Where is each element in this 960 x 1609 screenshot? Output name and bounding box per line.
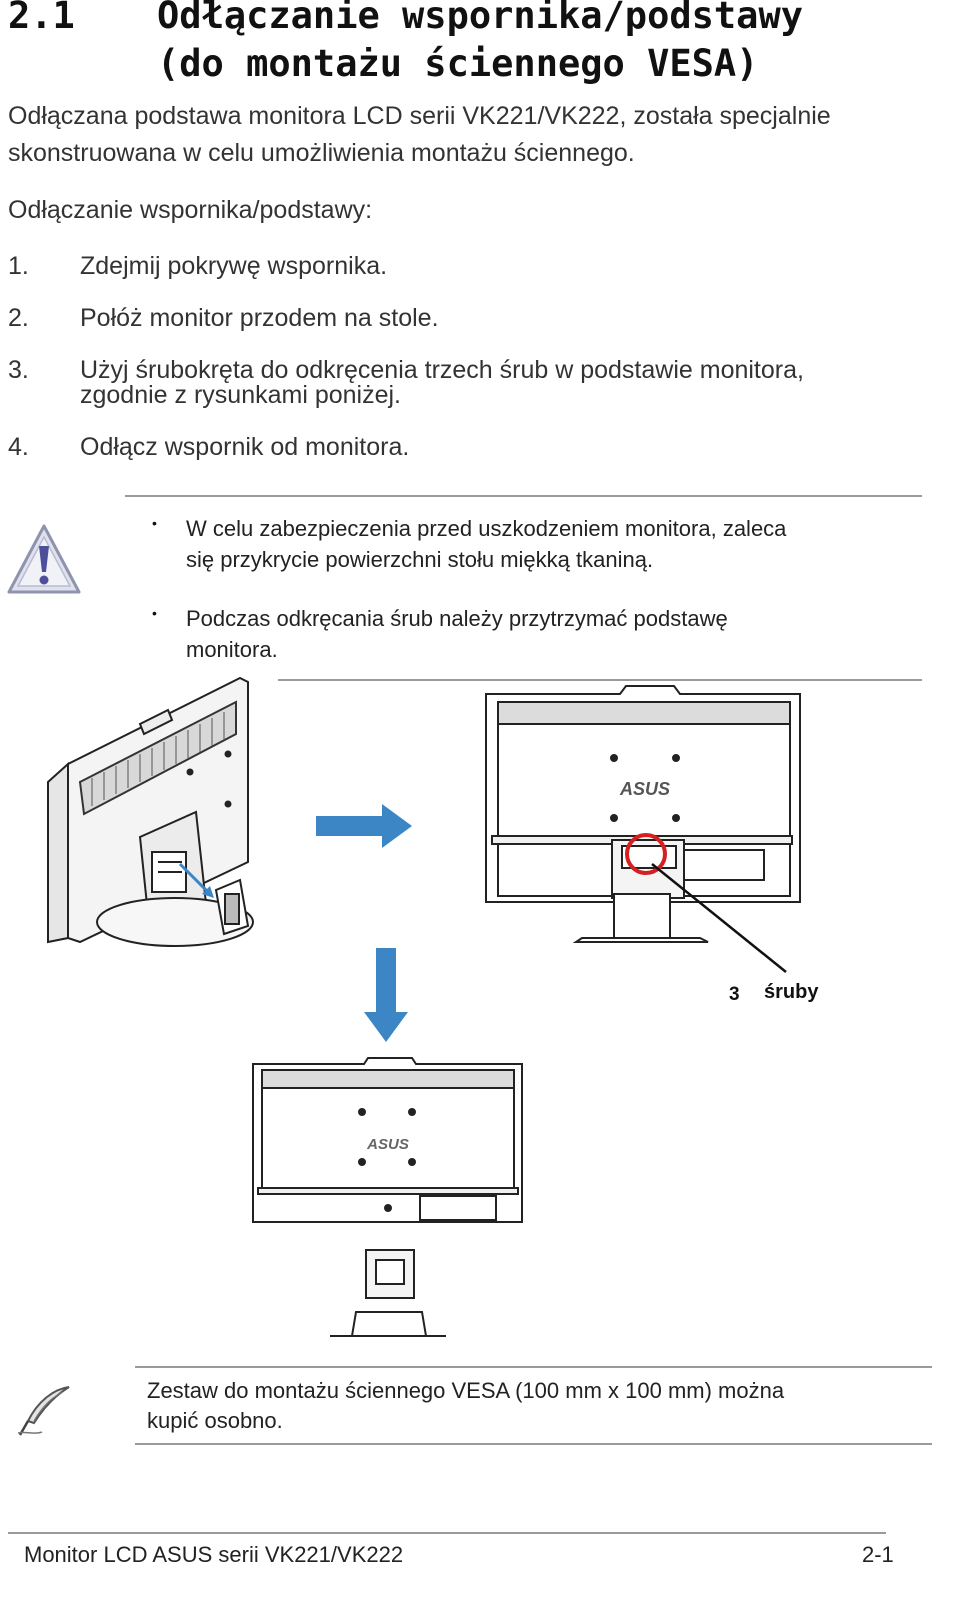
brand-logo: ASUS <box>366 1136 409 1153</box>
callout-leader-line <box>651 863 787 973</box>
step-text: Odłącz wspornik od monitora. <box>80 433 410 461</box>
warning-item-2-line-2: monitora. <box>186 637 278 662</box>
section-title-line-1: Odłączanie wspornika/podstawy <box>157 0 804 37</box>
note-line-1: Zestaw do montażu ściennego VESA (100 mm… <box>147 1378 785 1403</box>
stand-removal-illustration: ASUS 3 śruby ASUS <box>47 676 819 1337</box>
monitor-back-view-drawing <box>485 685 801 943</box>
procedure-title: Odłączanie wspornika/podstawy: <box>8 196 373 224</box>
page-number: 2-1 <box>862 1542 894 1567</box>
warning-bottom-rule <box>278 679 922 681</box>
screw-callout-circle <box>625 833 667 875</box>
step-text: Użyj śrubokręta do odkręcenia trzech śru… <box>80 356 804 384</box>
brand-logo: ASUS <box>619 779 670 799</box>
bullet: • <box>152 605 157 621</box>
step-number: 1. <box>8 252 29 280</box>
callout-number: 3 <box>729 984 740 1005</box>
footer-rule <box>8 1532 886 1534</box>
section-title-line-2: (do montażu ściennego VESA) <box>157 42 759 85</box>
intro-line-2: skonstruowana w celu umożliwienia montaż… <box>8 139 635 167</box>
arrow-down-icon <box>364 948 408 1042</box>
step-text-continued: zgodnie z rysunkami poniżej. <box>80 381 401 409</box>
step-number: 2. <box>8 304 29 332</box>
step-text: Połóż monitor przodem na stole. <box>80 304 439 332</box>
bullet: • <box>152 515 157 531</box>
note-top-rule <box>135 1366 932 1368</box>
note-bottom-rule <box>135 1443 932 1445</box>
section-number: 2.1 <box>8 0 75 37</box>
monitor-stand-detached-drawing <box>252 1057 523 1337</box>
warning-triangle-icon <box>6 522 82 601</box>
step-text: Zdejmij pokrywę wspornika. <box>80 252 388 280</box>
cover-direction-arrow <box>178 862 212 896</box>
step-number: 3. <box>8 356 29 384</box>
callout-label: śruby <box>764 981 819 1003</box>
note-line-2: kupić osobno. <box>147 1408 283 1433</box>
arrow-right-icon <box>316 804 412 848</box>
warning-item-2-line-1: Podczas odkręcania śrub należy przytrzym… <box>186 606 728 631</box>
footer-title: Monitor LCD ASUS serii VK221/VK222 <box>24 1542 404 1567</box>
warning-top-rule <box>125 495 922 497</box>
intro-line-1: Odłączana podstawa monitora LCD serii VK… <box>8 102 831 130</box>
warning-item-1-line-1: W celu zabezpieczenia przed uszkodzeniem… <box>186 516 787 541</box>
step-number: 4. <box>8 433 29 461</box>
warning-item-1-line-2: się przykrycie powierzchni stołu miękką … <box>186 547 654 572</box>
monitor-angled-drawing <box>47 676 254 947</box>
quill-pen-icon <box>14 1383 74 1444</box>
